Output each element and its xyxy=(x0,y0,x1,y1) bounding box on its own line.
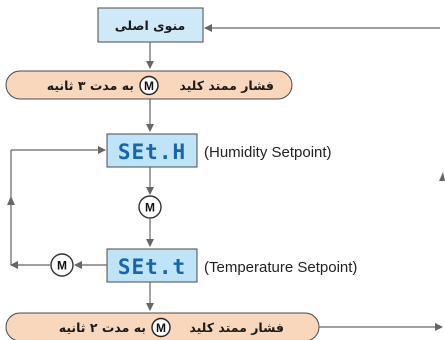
hold3-prefix: فشار ممتد کلید xyxy=(179,78,274,93)
m-button-middle-label: M xyxy=(145,201,155,215)
hold2-m-key xyxy=(151,317,171,338)
right-edge-arrowhead xyxy=(439,172,445,181)
m-button-middle: M xyxy=(138,195,162,219)
hold-3sec-node: فشار ممتد کلید M به مدت ۳ ثانیه xyxy=(5,70,293,100)
humidity-display-node: SEt.H xyxy=(106,133,198,168)
main-menu-node: منوی اصلی xyxy=(97,7,204,43)
temperature-display-node: SEt.t xyxy=(106,248,198,283)
m-button-left-label: M xyxy=(57,259,67,273)
loop-up-arrowhead xyxy=(7,196,15,205)
m-button-left: M xyxy=(50,253,74,277)
humidity-description: (Humidity Setpoint) xyxy=(204,144,332,161)
main-menu-label: منوی اصلی xyxy=(115,18,186,33)
hold3-m-key xyxy=(139,75,159,96)
hold3-suffix: به مدت ۳ ثانیه xyxy=(47,78,134,93)
hold2-m-key-label: M xyxy=(156,321,166,335)
hold2-suffix: به مدت ۲ ثانیه xyxy=(59,320,146,335)
hold-2sec-node: فشار ممتد کلید M به مدت ۲ ثانیه xyxy=(5,312,320,340)
temperature-lcd-text: SEt.t xyxy=(118,255,186,279)
temperature-description: (Temperature Setpoint) xyxy=(204,259,357,276)
hold2-prefix: فشار ممتد کلید xyxy=(189,320,284,335)
humidity-lcd-text: SEt.H xyxy=(118,140,186,164)
hold3-m-key-label: M xyxy=(144,79,154,93)
